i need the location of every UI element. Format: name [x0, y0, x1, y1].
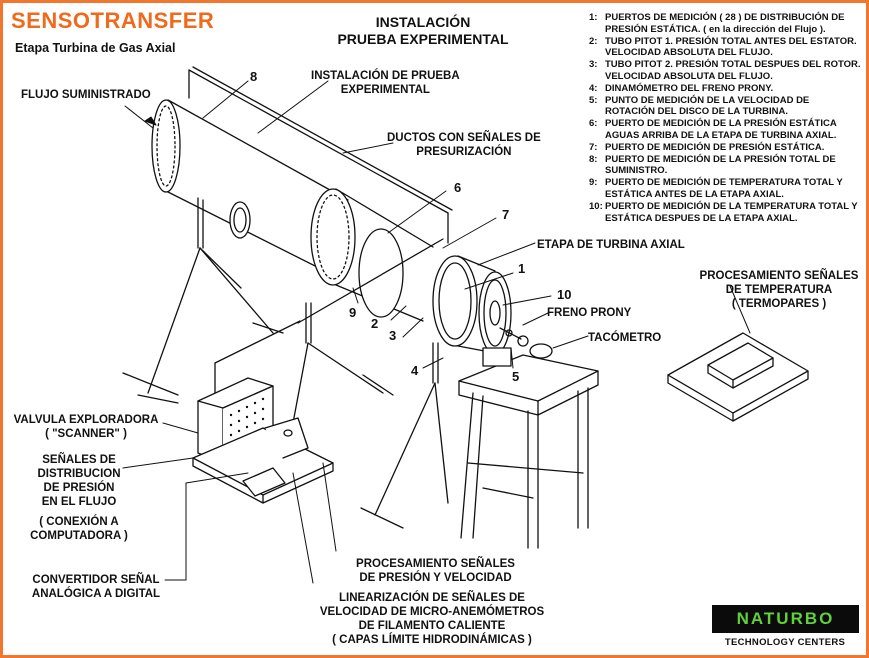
legend-number: 2:: [589, 35, 598, 47]
legend-item: 6: PUERTO DE MEDICIÓN DE LA PRESIÓN ESTÁT…: [589, 118, 861, 142]
leader-lines: [122, 80, 751, 584]
naturbo-logo: NATURBO: [712, 605, 859, 633]
right-stand: [360, 342, 449, 529]
label-senales-distribucion: SEÑALES DE DISTRIBUCION DE PRESIÓN EN EL…: [9, 453, 149, 543]
legend-number: 1:: [589, 12, 598, 23]
diagram-title-line2: PRUEBA EXPERIMENTAL: [337, 31, 509, 47]
callout-1: 1: [518, 261, 526, 276]
legend-number: 8:: [589, 153, 598, 165]
callout-3: 3: [389, 328, 397, 343]
measurement-legend: 1: PUERTOS DE MEDICIÓN ( 28 ) DE DISTRIBU…: [589, 12, 861, 224]
legend-item: 9: PUERTO DE MEDICIÓN DE TEMPERATURA TOTA…: [589, 177, 861, 201]
label-line: EN EL FLUJO: [41, 496, 117, 508]
label-line: ( CONEXIÓN A: [39, 516, 119, 528]
label-line: EXPERIMENTAL: [340, 84, 430, 96]
label-proc-temperatura: PROCESAMIENTO SEÑALES DE TEMPERATURA ( T…: [693, 269, 865, 311]
label-line: VELOCIDAD DE MICRO-ANEMÓMETROS: [319, 606, 545, 618]
callout-6: 6: [454, 180, 462, 195]
callout-2: 2: [371, 316, 379, 331]
label-line: DUCTOS CON SEÑALES DE: [387, 132, 541, 144]
label-proc-presion: PROCESAMIENTO SEÑALES DE PRESIÓN Y VELOC…: [343, 557, 528, 585]
label-line: ( "SCANNER" ): [45, 428, 127, 440]
label-instalacion-prueba: INSTALACIÓN DE PRUEBA EXPERIMENTAL: [311, 69, 460, 97]
legend-number: 7:: [589, 141, 598, 153]
label-ductos-presurizacion: DUCTOS CON SEÑALES DE PRESURIZACIÓN: [387, 131, 541, 159]
legend-item: 5: PUNTO DE MEDICIÓN DE LA VELOCIDAD DE R…: [589, 95, 861, 119]
legend-item: 2: TUBO PITOT 1. PRESIÓN TOTAL ANTES DEL …: [589, 36, 861, 60]
legend-text: PUERTO DE MEDICIÓN DE LA PRESIÓN ESTÁTIC…: [605, 118, 837, 141]
scanner-box: [192, 377, 334, 504]
label-line: LINEARIZACIÓN DE SEÑALES DE: [339, 592, 525, 604]
label-line: SEÑALES DE: [42, 454, 116, 466]
legend-item: 8: PUERTO DE MEDICIÓN DE LA PRESIÓN TOTAL…: [589, 154, 861, 178]
label-line: ANALÓGICA A DIGITAL: [31, 588, 161, 600]
turbine-stage: [432, 255, 529, 355]
label-line: INSTALACIÓN DE PRUEBA: [311, 70, 460, 82]
label-line: PROCESAMIENTO SEÑALES: [356, 558, 515, 570]
label-convertidor: CONVERTIDOR SEÑAL ANALÓGICA A DIGITAL: [21, 573, 171, 601]
callout-5: 5: [512, 369, 520, 384]
middle-stand: [292, 302, 394, 424]
brake-table: [458, 343, 599, 549]
label-tacometro: TACÓMETRO: [588, 332, 662, 344]
label-line: PRESURIZACIÓN: [416, 146, 512, 158]
legend-item: 3: TUBO PITOT 2. PRESIÓN TOTAL DESPUES DE…: [589, 59, 861, 83]
legend-text: PUERTO DE MEDICIÓN DE TEMPERATURA TOTAL …: [605, 177, 843, 200]
diagram-title: INSTALACIÓN PRUEBA EXPERIMENTAL: [303, 14, 543, 48]
logo-text: NATURBO: [736, 609, 835, 628]
label-line: DISTRIBUCION: [37, 468, 121, 480]
legend-text: PUERTOS DE MEDICIÓN ( 28 ) DE DISTRIBUCI…: [605, 12, 845, 35]
pressurization-rail: [188, 66, 453, 394]
legend-number: 6:: [589, 118, 598, 130]
left-stand: [122, 197, 284, 404]
legend-text: TUBO PITOT 1. PRESIÓN TOTAL ANTES DEL ES…: [605, 35, 857, 59]
brand-subtitle: Etapa Turbina de Gas Axial: [15, 41, 176, 55]
legend-number: 10:: [589, 200, 603, 212]
label-line: ( CAPAS LÍMITE HIDRODINÁMICAS ): [332, 634, 532, 646]
legend-number: 3:: [589, 59, 598, 71]
label-valvula-exploradora: VALVULA EXPLORADORA ( "SCANNER" ): [11, 413, 161, 441]
callout-9: 9: [349, 305, 357, 320]
legend-item: 10:PUERTO DE MEDICIÓN DE LA TEMPERATURA …: [589, 201, 861, 225]
label-flujo-suministrado: FLUJO SUMINISTRADO: [21, 89, 151, 101]
label-line: CONVERTIDOR SEÑAL: [32, 574, 160, 586]
label-line: DE PRESIÓN Y VELOCIDAD: [359, 572, 512, 584]
legend-text: PUERTO DE MEDICIÓN DE PRESIÓN ESTÁTICA.: [605, 141, 825, 153]
apparatus-drawing: [122, 66, 809, 584]
legend-text: PUERTO DE MEDICIÓN DE LA PRESIÓN TOTAL D…: [605, 153, 836, 177]
callout-4: 4: [411, 363, 419, 378]
callout-8: 8: [250, 69, 258, 84]
label-line: PROCESAMIENTO SEÑALES: [699, 270, 859, 282]
legend-number: 9:: [589, 177, 598, 189]
legend-text: PUERTO DE MEDICIÓN DE LA TEMPERATURA TOT…: [605, 200, 858, 224]
legend-number: 4:: [589, 82, 598, 94]
legend-item: 1: PUERTOS DE MEDICIÓN ( 28 ) DE DISTRIBU…: [589, 12, 861, 36]
legend-item: 4: DINAMÓMETRO DEL FRENO PRONY.: [589, 83, 861, 95]
temperature-processor: [667, 332, 809, 422]
label-line: DE TEMPERATURA: [725, 284, 833, 296]
label-line: COMPUTADORA ): [30, 530, 128, 542]
callout-7: 7: [502, 207, 510, 222]
label-line: ( TERMOPARES ): [731, 298, 827, 310]
middle-duct-section: [310, 188, 434, 322]
legend-number: 5:: [589, 94, 598, 106]
label-line: DE FILAMENTO CALIENTE: [358, 620, 506, 632]
logo-tagline: TECHNOLOGY CENTERS: [724, 637, 846, 648]
brand-title: SENSOTRANSFER: [11, 8, 215, 33]
label-line: DE PRESIÓN: [43, 482, 115, 494]
label-freno-prony: FRENO PRONY: [547, 307, 632, 319]
legend-text: DINAMÓMETRO DEL FRENO PRONY.: [605, 82, 774, 94]
legend-item: 7: PUERTO DE MEDICIÓN DE PRESIÓN ESTÁTICA…: [589, 142, 861, 154]
label-etapa-turbina: ETAPA DE TURBINA AXIAL: [537, 239, 685, 251]
label-linearizacion: LINEARIZACIÓN DE SEÑALES DE VELOCIDAD DE…: [313, 591, 551, 647]
legend-text: PUNTO DE MEDICIÓN DE LA VELOCIDAD DE ROT…: [605, 94, 810, 118]
diagram-title-line1: INSTALACIÓN: [375, 14, 471, 30]
callout-10: 10: [557, 287, 572, 302]
legend-text: TUBO PITOT 2. PRESIÓN TOTAL DESPUES DEL …: [605, 59, 861, 82]
main-duct: [151, 99, 349, 276]
label-line: VALVULA EXPLORADORA: [13, 414, 159, 426]
